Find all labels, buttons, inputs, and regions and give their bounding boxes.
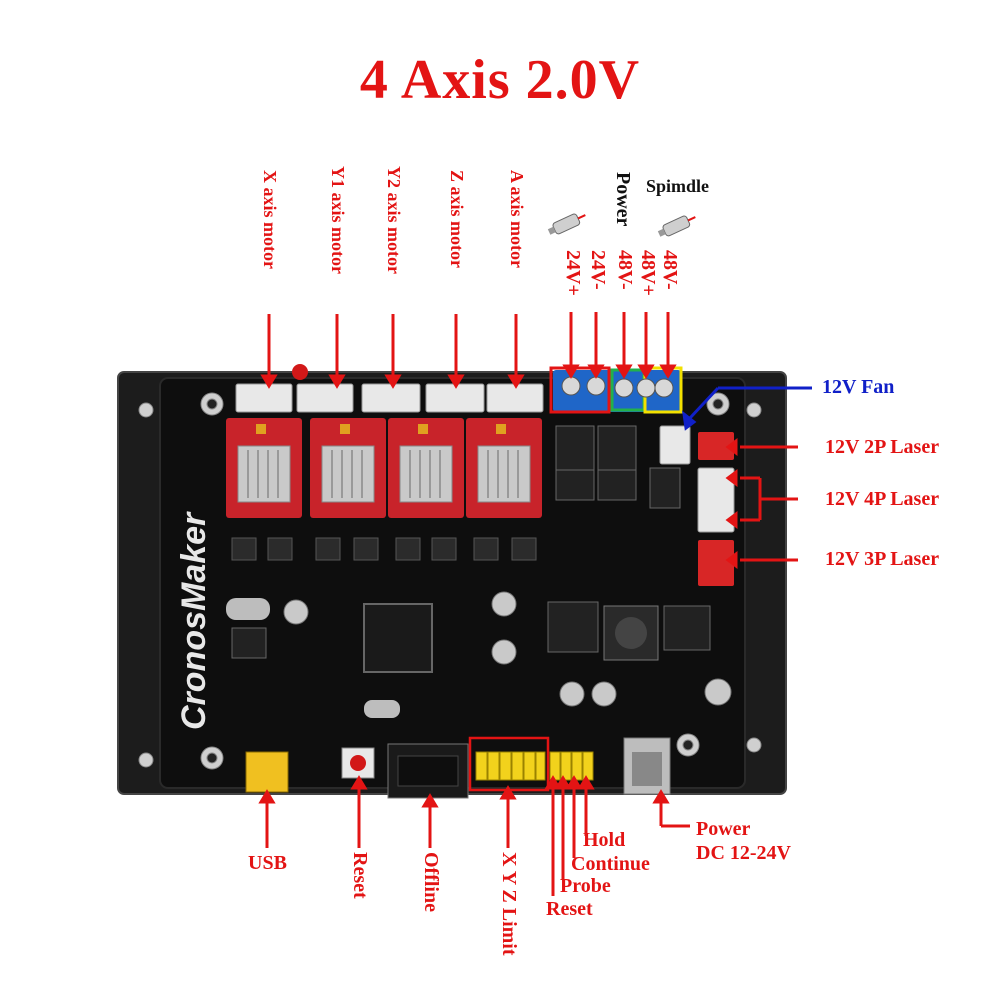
page-title: 4 Axis 2.0V [359,49,641,111]
dc-voltage-label: DC 12-24V [696,842,791,864]
right-connectors [659,425,735,586]
v48m-b-label: 48V- [659,250,681,290]
hold-label: Hold [583,829,626,851]
power-terminals [549,366,683,414]
mosfets [555,425,681,509]
v48p-label: 48V+ [637,250,659,296]
laser-3p-label: 12V 3P Laser [825,548,940,570]
mounting-holes [138,392,762,770]
yellow-pins [475,751,594,781]
usb-port [245,751,289,793]
x-axis-motor-label: X axis motor [260,170,280,269]
y2-axis-motor-label: Y2 axis motor [384,166,404,274]
capacitors [283,591,732,707]
spindle-label: Spimdle [646,176,710,196]
motor-connectors [235,383,544,413]
continue-label: Continue [571,853,650,875]
v24m-label: 24V- [587,250,609,290]
fan-label: 12V Fan [822,376,895,398]
stepper-drivers [226,418,542,518]
limit-label: X Y Z Limit [498,852,520,956]
a-axis-motor-label: A axis motor [507,170,527,268]
usb-label: USB [248,852,287,874]
motor-icon-power [547,213,586,235]
laser-2p-label: 12V 2P Laser [825,436,940,458]
red-cap [292,364,308,380]
brand-text: CronosMaker [175,511,213,730]
v48m-a-label: 48V- [614,250,636,290]
laser-4p-label: 12V 4P Laser [825,488,940,510]
z-axis-motor-label: Z axis motor [447,170,467,268]
offline-label: Offline [420,852,442,912]
y1-axis-motor-label: Y1 axis motor [328,166,348,274]
leader-lines [258,312,798,896]
v24p-label: 24V+ [562,250,584,296]
dc-power-label: Power [696,818,751,840]
mcu-chip [363,603,433,673]
probe-label: Probe [560,875,611,897]
smd-components [231,537,537,561]
reset-label: Reset [349,852,371,899]
reset2-label: Reset [546,898,593,920]
power-label: Power [612,172,634,227]
motor-icon-spindle [657,215,696,237]
